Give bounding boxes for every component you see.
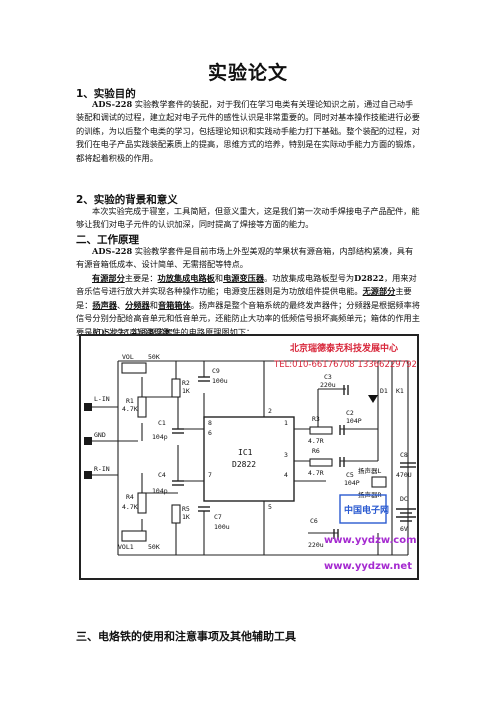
label-pin: 3: [284, 451, 288, 459]
active-part-label: 有源部分: [92, 273, 125, 283]
label-k1: K1: [396, 387, 404, 395]
paragraph-principle-2: 有源部分主要是：功放集成电路板和电源变压器。功放集成电路板型号为D2822，用来…: [76, 272, 420, 339]
label-pin: 8: [208, 419, 212, 427]
label-r4-value: 4.7K: [122, 503, 138, 511]
text-fragment: 。功放集成电路板型号为: [264, 273, 355, 283]
speaker-label: 扬声器: [92, 299, 117, 310]
label-c7: C7: [214, 513, 222, 521]
label-c3: C3: [324, 373, 332, 381]
watermark-logo: 中国电子网: [339, 494, 389, 524]
page-title: 实验论文: [207, 62, 288, 84]
label-r-in: R-IN: [94, 465, 110, 473]
section-heading-purpose: 1、实验目的: [76, 88, 136, 100]
label-c9: C9: [212, 367, 220, 375]
circuit-schematic: VOL 50K R1 4.7K R2 1K C9 100u C1 104p C3…: [78, 333, 420, 581]
paragraph-principle-1: ADS-228 实验教学套件是目前市场上外型美观的苹果状有源音箱，内部结构紧凑，…: [76, 245, 420, 272]
text-fragment: 主要是：: [124, 273, 158, 283]
text-fragment: 、: [116, 299, 126, 310]
section-heading-soldering: 三、电烙铁的使用和注意事项及其他辅助工具: [76, 630, 296, 643]
label-r4: R4: [126, 493, 134, 501]
label-r2-value: 1K: [182, 387, 190, 395]
label-gnd: GND: [94, 431, 106, 439]
paragraph-background: 本次实验完成于寝室，工具简陋，但意义重大，这是我们第一次动手焊接电子产品配件，能…: [76, 206, 420, 230]
label-pin: 7: [208, 471, 212, 479]
amp-board-label: 功放集成电路板: [157, 273, 215, 283]
text-fragment: 和: [214, 273, 224, 283]
label-c8-value: 470U: [396, 471, 412, 479]
label-r6-value: 4.7R: [308, 469, 324, 477]
label-r1-value: 4.7K: [122, 405, 138, 413]
transformer-label: 电源变压器: [223, 273, 265, 283]
label-c6-value: 220u: [308, 541, 324, 549]
capacitor-plates: [172, 376, 416, 539]
label-speaker-l: 扬声器L: [358, 466, 382, 475]
text-fragment: 主要是：: [76, 286, 412, 310]
label-c4-value: 104p: [152, 487, 168, 495]
watermark-url-net: www.yydzw.net: [324, 561, 412, 572]
label-ic1: IC1: [238, 448, 253, 457]
label-c5: C5: [346, 471, 354, 479]
paragraph-schematic-intro: ADS-228 实验教学套件的电路原理图如下：: [92, 327, 255, 337]
label-pin: 1: [284, 419, 288, 427]
battery: [396, 508, 416, 522]
label-r5: R5: [182, 505, 190, 513]
label-c4: C4: [158, 471, 166, 479]
label-d1: D1: [380, 387, 388, 395]
label-pin: 2: [268, 407, 272, 415]
label-dc: DC: [400, 495, 408, 503]
label-c1: C1: [158, 419, 166, 427]
crossover-label: 分频器: [125, 299, 150, 310]
label-pin: 6: [208, 429, 212, 437]
label-pin: 5: [268, 503, 272, 511]
label-50k-2: 50K: [148, 543, 160, 551]
label-c8: C8: [400, 451, 408, 459]
label-c2-value: 104P: [346, 417, 362, 425]
watermark-tel: TEL:010-66176708 13366229792: [273, 360, 417, 370]
cabinet-label: 音箱箱体: [157, 299, 191, 310]
watermark-url-com: www.yydzw.com: [324, 535, 417, 546]
label-r5-value: 1K: [182, 513, 190, 521]
label-c1-value: 104p: [152, 433, 168, 441]
watermark-org: 北京瑞德泰克科技发展中心: [290, 342, 398, 354]
components: [121, 362, 387, 542]
label-c9-value: 100u: [212, 377, 228, 385]
label-6v: 6V: [400, 525, 408, 533]
label-l-in: L-IN: [94, 395, 110, 403]
label-r1: R1: [126, 397, 134, 405]
label-r3: R3: [312, 415, 320, 423]
label-r2: R2: [182, 379, 190, 387]
label-c7-value: 100u: [214, 523, 230, 531]
model-name: ADS-228: [92, 99, 133, 109]
section-heading-background: 2、实验的背景和意义: [76, 194, 178, 206]
label-c2: C2: [346, 409, 354, 417]
model-name-2: ADS-228: [92, 246, 133, 256]
label-vol1: VOL1: [118, 543, 134, 551]
label-r3-value: 4.7R: [308, 437, 324, 445]
paragraph-principle-1-text: 实验教学套件是目前市场上外型美观的苹果状有源音箱，内部结构紧凑，具有有源音箱低成…: [76, 246, 414, 270]
label-vol: VOL: [122, 353, 134, 361]
paragraph-purpose: ADS-228 实验教学套件的装配，对于我们在学习电类有关理论知识之前，通过自己…: [76, 98, 420, 165]
label-50k: 50K: [148, 353, 160, 361]
text-fragment: 和: [149, 299, 158, 310]
label-ic1-model: D2822: [232, 460, 256, 469]
watermark-logo-text: 中国电子网: [344, 504, 389, 516]
label-c5-value: 104P: [344, 479, 360, 487]
label-r6: R6: [312, 447, 320, 455]
section-heading-principle: 二、工作原理: [76, 234, 139, 246]
input-connectors: [84, 403, 92, 479]
passive-part-label: 无源部分: [362, 286, 396, 297]
text-fragment: ，用来对音乐信号进行放大并实现各种操作功能；电源变压器则是为功放组件提供电能。: [76, 273, 417, 297]
chip-model: D2822: [354, 273, 384, 283]
label-c3-value: 220u: [320, 381, 336, 389]
label-c6: C6: [310, 517, 318, 525]
label-pin: 4: [284, 471, 288, 479]
paragraph-purpose-text: 实验教学套件的装配，对于我们在学习电类有关理论知识之前，通过自己动手装配和调试的…: [76, 99, 420, 163]
led-d1: [368, 395, 378, 403]
schematic-border: [79, 334, 419, 580]
text-fragment: 。扬声器是整个音箱系统的最终发声器件；分频器是根据频率将信号分别分配给高音单元和…: [76, 299, 420, 337]
